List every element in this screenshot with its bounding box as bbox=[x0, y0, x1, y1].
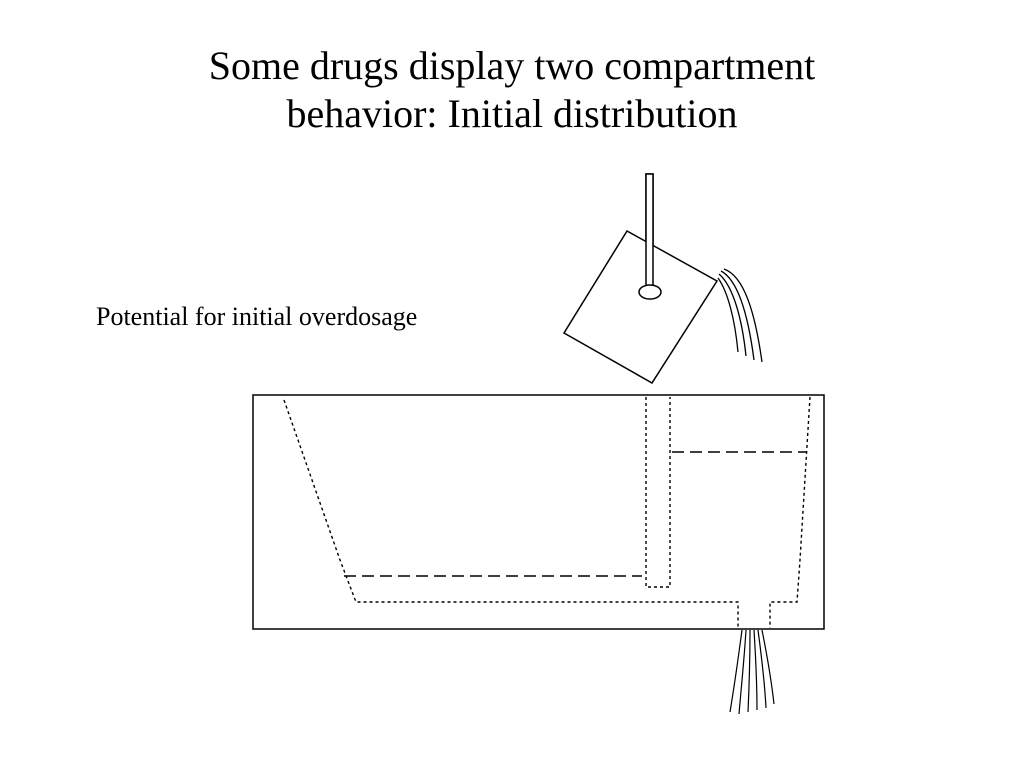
elimination-stream bbox=[729, 629, 775, 715]
fluid-levels bbox=[344, 451, 806, 577]
slide-title: Some drugs display two compartment behav… bbox=[0, 42, 1024, 138]
slide-title-line-2: behavior: Initial distribution bbox=[286, 91, 738, 136]
dosing-pitcher bbox=[562, 173, 719, 385]
central-compartment bbox=[645, 396, 811, 628]
overdosage-caption: Potential for initial overdosage bbox=[96, 302, 418, 331]
pour-stream bbox=[717, 268, 763, 363]
outer-tank bbox=[252, 394, 825, 630]
slide-title-line-1: Some drugs display two compartment bbox=[208, 43, 816, 88]
pitcher-pivot bbox=[638, 284, 662, 300]
